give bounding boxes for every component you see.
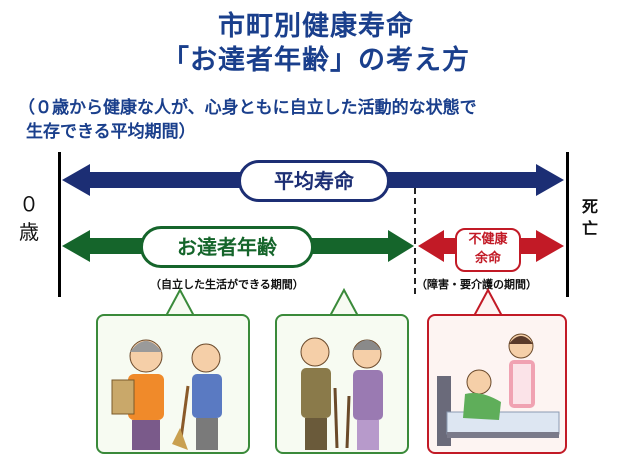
start-age-label: ０歳 [14,190,44,246]
start-age-text: ０歳 [19,192,39,244]
independent-period-caption: （自立した生活ができる期間） [150,278,304,291]
walking-elderly-panel [275,314,409,454]
elderly-couple-walking-icon [300,337,383,450]
care-period-caption: （障害・要介護の期間） [416,278,537,291]
death-label: 死亡 [575,196,605,240]
healthy-age-label: お達者年齢 [140,226,314,268]
active-elderly-panel [96,314,250,454]
page-title: 市町別健康寿命 [218,11,414,42]
unhealthy-remaining-text-1: 不健康 [468,232,508,247]
lifespan-arrows-diagram [62,164,564,262]
caregiver-bed-icon [437,333,560,446]
unhealthy-remaining-label: 不健康 余命 [455,228,521,272]
death-line [566,152,569,297]
page-title-concept: 「お達者年齢」の考え方 [162,45,470,76]
care-panel [427,314,567,454]
elderly-couple-active-icon [111,339,222,450]
birth-line [58,152,61,297]
average-lifespan-label: 平均寿命 [238,160,390,202]
death-text: 死亡 [582,197,599,238]
healthy-boundary-dashed-line [414,188,416,294]
definition-line-2: 生存できる平均期間） [26,122,196,142]
unhealthy-remaining-text-2: 余命 [474,251,501,266]
definition-line-1: （０歳から健康な人が、心身ともに自立した活動的な状態で [18,98,477,118]
